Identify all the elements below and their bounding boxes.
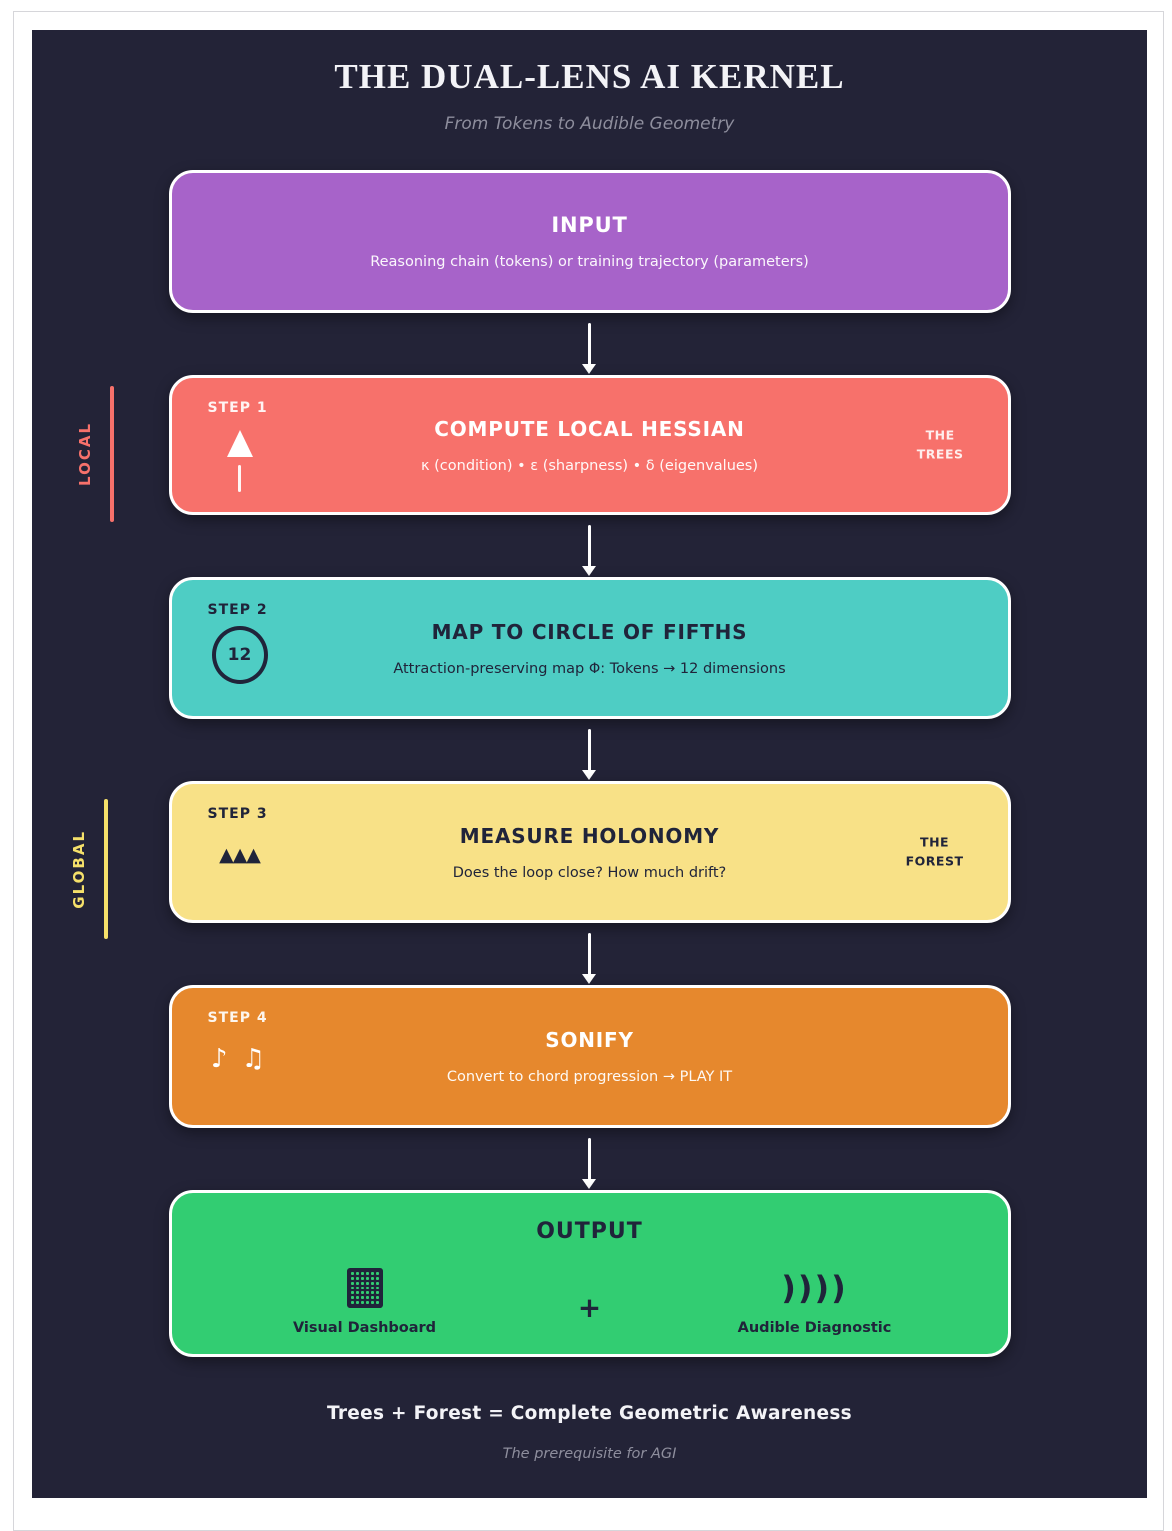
flow-arrow-2 <box>169 515 1011 577</box>
step2-title: MAP TO CIRCLE OF FIFTHS <box>431 619 748 644</box>
circle-of-fifths-icon: 12 <box>208 626 272 684</box>
flow-column: INPUT Reasoning chain (tokens) or traini… <box>168 170 1011 1357</box>
tree-icon <box>208 430 272 492</box>
step1-tag: STEP 1 <box>207 400 268 416</box>
step1-title: COMPUTE LOCAL HESSIAN <box>434 416 745 441</box>
input-desc: Reasoning chain (tokens) or training tra… <box>370 254 809 270</box>
step2-node: STEP 2 12 MAP TO CIRCLE OF FIFTHS Attrac… <box>168 577 1011 719</box>
circle-12-badge: 12 <box>211 626 268 684</box>
down-arrow-icon <box>582 1138 596 1189</box>
rail-global-line <box>104 799 108 939</box>
diagram-title: THE DUAL-LENS AI KERNEL <box>334 57 845 96</box>
sound-waves-glyphs: )))) <box>781 1269 848 1307</box>
step4-title: SONIFY <box>545 1028 634 1052</box>
step3-content: MEASURE HOLONOMY Does the loop close? Ho… <box>172 784 1008 920</box>
rail-local-line <box>110 386 114 522</box>
down-arrow-icon <box>582 323 596 374</box>
step4-node: STEP 4 ♪ ♫ SONIFY Convert to chord progr… <box>168 985 1011 1128</box>
step1-node: STEP 1 COMPUTE LOCAL HESSIAN κ (conditio… <box>168 375 1011 515</box>
flow-arrow-1 <box>169 313 1011 375</box>
output-node: OUTPUT Visual Dashboard <box>168 1190 1011 1357</box>
rail-local: LOCAL <box>76 386 114 522</box>
step4-tag: STEP 4 <box>207 1010 268 1026</box>
step3-side-label: THE FOREST <box>905 834 964 868</box>
step2-desc: Attraction-preserving map Φ: Tokens → 12… <box>393 660 786 677</box>
mountains-icon: ▲▲▲ <box>208 836 272 866</box>
tree-canopy-shape <box>226 430 253 457</box>
mountains-glyphs: ▲▲▲ <box>219 844 261 866</box>
input-node-content: INPUT Reasoning chain (tokens) or traini… <box>172 173 1008 310</box>
step4-desc: Convert to chord progression → PLAY IT <box>446 1069 733 1085</box>
down-arrow-icon <box>582 933 596 984</box>
footer-headline: Trees + Forest = Complete Geometric Awar… <box>326 1403 852 1424</box>
input-node: INPUT Reasoning chain (tokens) or traini… <box>168 170 1011 313</box>
music-notes-glyphs: ♪ ♫ <box>210 1044 269 1074</box>
step4-content: SONIFY Convert to chord progression → PL… <box>172 988 1008 1125</box>
footer-tagline: The prerequisite for AGI <box>502 1446 677 1462</box>
flow-arrow-5 <box>169 1128 1011 1190</box>
step3-desc: Does the loop close? How much drift? <box>452 864 727 881</box>
step3-title: MEASURE HOLONOMY <box>459 823 720 848</box>
flow-arrow-3 <box>169 719 1011 781</box>
dashboard-grid-shape <box>346 1268 383 1308</box>
input-title: INPUT <box>551 213 628 237</box>
rail-local-label: LOCAL <box>76 422 94 486</box>
diagram-canvas: THE DUAL-LENS AI KERNEL From Tokens to A… <box>32 30 1147 1498</box>
output-item-label: Audible Diagnostic <box>737 1320 892 1336</box>
sound-waves-icon: )))) <box>781 1266 848 1310</box>
step3-tag: STEP 3 <box>207 806 268 822</box>
page: THE DUAL-LENS AI KERNEL From Tokens to A… <box>13 11 1164 1531</box>
output-item-label: Visual Dashboard <box>292 1320 437 1336</box>
down-arrow-icon <box>582 525 596 576</box>
plus-sign: + <box>577 1291 602 1324</box>
flow-arrow-4 <box>169 923 1011 985</box>
output-row: Visual Dashboard + )))) Audible Diagnost… <box>172 1266 1008 1336</box>
output-item-visual: Visual Dashboard <box>200 1266 530 1336</box>
rail-global: GLOBAL <box>70 799 108 939</box>
music-notes-icon: ♪ ♫ <box>208 1040 272 1074</box>
diagram-subtitle: From Tokens to Audible Geometry <box>444 114 735 134</box>
step3-node: STEP 3 ▲▲▲ MEASURE HOLONOMY Does the loo… <box>168 781 1011 923</box>
output-title: OUTPUT <box>536 1219 643 1244</box>
step1-content: COMPUTE LOCAL HESSIAN κ (condition) • ε … <box>172 378 1008 512</box>
output-item-audible: )))) Audible Diagnostic <box>650 1266 980 1336</box>
step1-desc: κ (condition) • ε (sharpness) • δ (eigen… <box>420 457 759 474</box>
plus-column: + <box>530 1266 650 1322</box>
step1-side-label: THE TREES <box>916 427 964 461</box>
step2-tag: STEP 2 <box>207 602 268 618</box>
tree-trunk-shape <box>238 465 241 492</box>
grid-icon <box>346 1266 383 1310</box>
rail-global-label: GLOBAL <box>70 829 88 909</box>
step2-content: MAP TO CIRCLE OF FIFTHS Attraction-prese… <box>172 580 1008 716</box>
down-arrow-icon <box>582 729 596 780</box>
